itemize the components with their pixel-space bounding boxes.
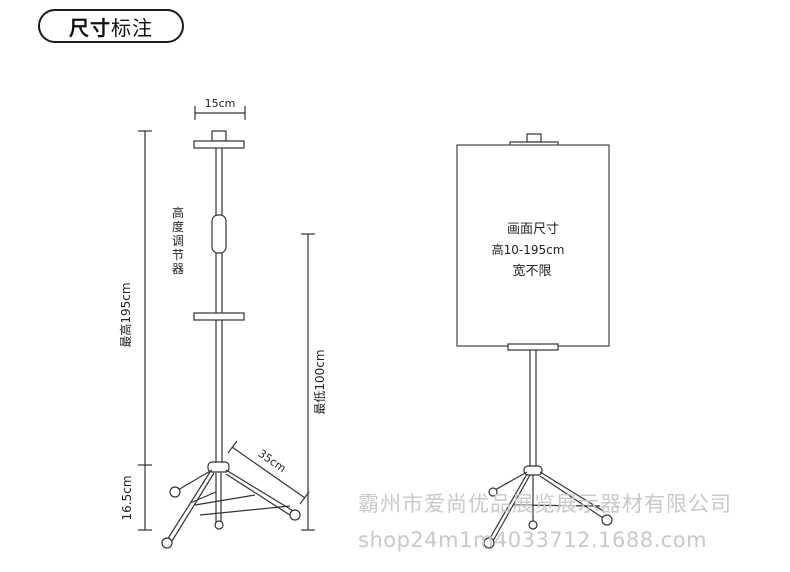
- adjuster-char-5: 器: [172, 262, 184, 276]
- leg-length-tick-top: [227, 440, 238, 454]
- header-title-bold: 尺寸: [69, 15, 111, 40]
- board-line-1: 画面尺寸: [507, 222, 559, 237]
- leg-right-inner: [225, 473, 294, 518]
- leg-front-left-inner: [171, 472, 215, 542]
- brace-right: [199, 505, 291, 516]
- watermark-company: 霸州市爱尚优品展览展示器材有限公司: [358, 492, 732, 516]
- right-bottom-bracket: [507, 343, 559, 351]
- top-width-label: 15cm: [205, 97, 236, 110]
- right-foot-right: [601, 514, 613, 526]
- adjuster-char-1: 高: [172, 205, 184, 220]
- foot-back-left: [169, 486, 181, 498]
- adjuster-char-4: 节: [172, 248, 184, 262]
- leg-front-left: [166, 471, 211, 541]
- tripod-hub: [207, 461, 230, 473]
- adjuster-char-2: 度: [172, 219, 184, 234]
- right-leg-front-left: [488, 473, 528, 541]
- display-board: [456, 144, 610, 347]
- min-height-label: 最低100cm: [313, 349, 327, 414]
- watermark-url: shop24m1m4033712.1688.com: [358, 528, 708, 552]
- right-leg-back-left: [494, 471, 528, 491]
- foot-right: [289, 509, 301, 521]
- foot-center: [214, 520, 224, 530]
- header-title-normal: 标注: [111, 15, 153, 40]
- right-foot-center: [528, 520, 538, 530]
- header-pill: 尺寸 标注: [38, 9, 184, 43]
- adjuster-label: 高 度 调 节 器: [172, 205, 184, 276]
- right-foot-front-left: [483, 537, 495, 549]
- leg-back-left: [177, 469, 213, 491]
- right-leg-right-inner: [539, 475, 604, 519]
- right-foot-back-left: [488, 487, 498, 497]
- right-top-knob: [526, 133, 542, 143]
- adjuster-char-3: 调: [172, 234, 184, 248]
- board-line-3: 宽不限: [512, 263, 551, 279]
- top-knob: [211, 130, 227, 142]
- leg-right: [225, 469, 296, 513]
- leg-length-label: 35cm: [256, 447, 289, 475]
- right-stand: [456, 133, 613, 549]
- right-leg-front-left-inner: [492, 474, 531, 542]
- height-adjuster: [211, 214, 227, 254]
- foot-front-left: [161, 537, 173, 549]
- leg-length-dimension-line: [231, 446, 306, 499]
- right-tripod-hub: [523, 465, 543, 476]
- left-stand: [138, 106, 315, 549]
- base-height-label: 16.5cm: [120, 475, 134, 520]
- board-line-2: 高10-195cm: [492, 242, 565, 257]
- brace-mid: [194, 494, 256, 506]
- bottom-bracket: [193, 312, 245, 321]
- top-bracket: [193, 140, 245, 149]
- brace-left: [189, 491, 217, 504]
- right-brace: [512, 504, 601, 507]
- max-height-label: 最高195cm: [118, 282, 133, 347]
